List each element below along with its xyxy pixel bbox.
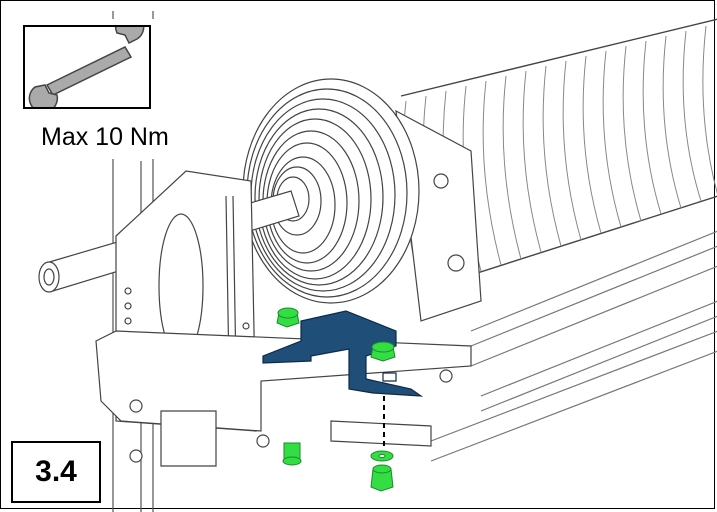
washer — [370, 450, 394, 462]
step-number: 3.4 — [35, 455, 77, 488]
bolt — [276, 307, 300, 328]
torque-label: Max 10 Nm — [41, 123, 169, 151]
bolt — [370, 341, 396, 362]
torque-callout: Max 10 Nm — [15, 12, 241, 159]
wrench-frame — [23, 12, 151, 113]
spring-drum — [242, 78, 420, 304]
fasteners — [276, 307, 396, 492]
door-rails — [430, 230, 717, 462]
step-badge: 3.4 — [11, 441, 101, 503]
wrench-icon — [28, 12, 145, 113]
nut — [282, 442, 302, 466]
nut — [370, 464, 394, 492]
support-bracket — [262, 310, 424, 397]
